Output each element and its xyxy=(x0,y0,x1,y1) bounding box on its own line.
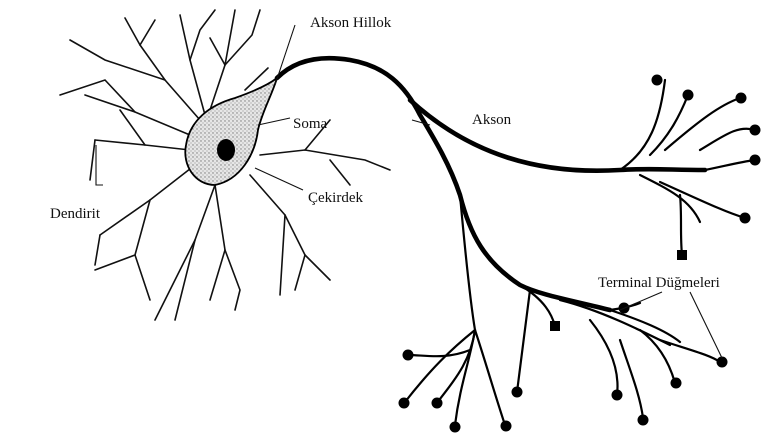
label-dendrite: Dendirit xyxy=(50,206,101,222)
label-soma: Soma xyxy=(293,116,328,132)
axon-terminals xyxy=(405,80,755,425)
label-axon-hillock: Akson Hillok xyxy=(310,15,392,31)
axon xyxy=(277,58,705,310)
label-terminal-buttons: Terminal Düğmeleri xyxy=(598,275,720,291)
nucleus xyxy=(217,139,235,161)
label-axon: Akson xyxy=(472,112,512,128)
terminal-buttons xyxy=(399,75,761,433)
label-nucleus: Çekirdek xyxy=(308,190,363,206)
